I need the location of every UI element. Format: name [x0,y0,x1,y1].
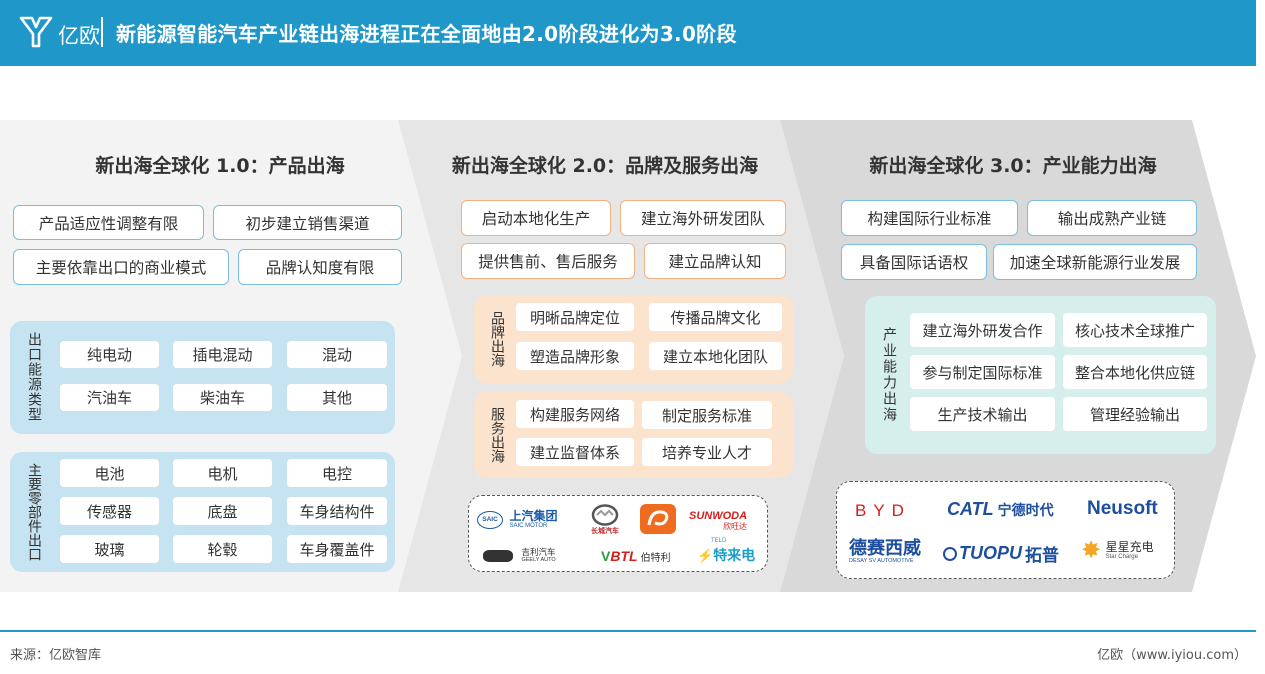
brand-cell: 明晰品牌定位 [516,303,634,331]
credit-note: 亿欧（www.iyiou.com） [1097,648,1247,663]
footer-divider [0,630,1256,632]
logo-text: 亿欧 [58,24,100,48]
stage1-tag: 品牌认知度有限 [238,249,402,285]
header-bar: 亿欧 新能源智能汽车产业链出海进程正在全面地由2.0阶段进化为3.0阶段 [0,0,1256,66]
stage2-tag: 建立海外研发团队 [620,200,786,236]
star-icon: ✸ [1081,537,1102,564]
service-cell: 构建服务网络 [516,400,634,428]
capability-cell: 整合本地化供应链 [1063,355,1207,389]
geely-emblem-icon [483,549,513,562]
parts-cell: 电池 [60,459,159,487]
stage2-tag: 提供售前、售后服务 [461,243,635,279]
export-parts-label: 主要零部件出口 [25,463,42,561]
stage1-tag: 初步建立销售渠道 [213,205,402,240]
orange-swirl-logo [639,503,677,540]
header-divider [101,17,103,47]
greatwall-emblem-icon [591,504,619,526]
stage3-title: 新出海全球化 3.0：产业能力出海 [869,155,1157,177]
energy-cell: 纯电动 [60,341,159,368]
energy-cell: 柴油车 [173,384,272,411]
capability-cell: 生产技术输出 [910,397,1055,431]
parts-cell: 底盘 [173,497,272,525]
source-note: 来源：亿欧智库 [10,648,102,663]
parts-cell: 传感器 [60,497,159,525]
export-energy-label: 出口能源类型 [25,332,42,422]
service-out-label: 服务出海 [488,407,505,463]
geely-logo: 吉利汽车 GEELY AUTO [483,547,556,565]
capability-label: 产业能力出海 [880,327,897,423]
starcharge-logo: ✸ 星星充电 Star Charge [1081,537,1154,564]
stage3-tag: 输出成熟产业链 [1027,200,1197,236]
byd-logo: BYD [855,501,911,520]
desay-logo: 德赛西威 DESAY SV AUTOMOTIVE [849,538,921,565]
teld-bolt-icon: ⚡ [697,548,714,563]
stage2-title: 新出海全球化 2.0：品牌及服务出海 [451,155,759,177]
stage3-tag: 构建国际行业标准 [841,200,1018,236]
service-cell: 建立监督体系 [516,438,634,466]
energy-cell: 混动 [287,341,387,368]
parts-cell: 电控 [287,459,387,487]
tuopu-emblem-icon [943,546,957,561]
stage3-tag: 具备国际话语权 [841,244,987,280]
yiou-logo-icon [19,16,53,48]
saic-logo: SAIC 上汽集团 SAIC MOTOR [477,510,557,530]
capability-cell: 核心技术全球推广 [1063,313,1207,347]
export-energy-panel [10,321,395,434]
stage3-tag: 加速全球新能源行业发展 [993,244,1197,280]
btl-v-icon: V [601,548,611,564]
capability-cell: 参与制定国际标准 [910,355,1055,389]
greatwall-logo: 长城汽车 [585,504,625,536]
parts-cell: 轮毂 [173,535,272,563]
parts-cell: 车身结构件 [287,497,387,525]
brand-cell: 塑造品牌形象 [516,342,634,370]
capability-cell: 管理经验输出 [1063,397,1207,431]
brand-cell: 传播品牌文化 [649,303,782,331]
energy-cell: 汽油车 [60,384,159,411]
stage2-logos-box: SAIC 上汽集团 SAIC MOTOR 长城汽车 SUNWODA 欣旺达 吉利… [468,495,768,572]
brand-out-label: 品牌出海 [488,311,505,367]
saic-badge-icon: SAIC [477,511,503,529]
parts-cell: 电机 [173,459,272,487]
parts-cell: 玻璃 [60,535,159,563]
stage2-tag: 建立品牌认知 [644,243,786,279]
teld-logo: TELD ⚡特来电 [697,538,756,563]
parts-cell: 车身覆盖件 [287,535,387,563]
neusoft-logo: Neusoft [1087,498,1158,519]
page-title: 新能源智能汽车产业链出海进程正在全面地由2.0阶段进化为3.0阶段 [116,22,737,46]
service-cell: 培养专业人才 [642,438,772,466]
brand-cell: 建立本地化团队 [649,342,782,370]
service-cell: 制定服务标准 [642,401,772,429]
sunwoda-logo: SUNWODA 欣旺达 [689,510,748,531]
stage1-tag: 主要依靠出口的商业模式 [13,249,229,285]
stage1-title: 新出海全球化 1.0：产品出海 [95,155,345,177]
energy-cell: 插电混动 [173,341,272,368]
stage1-tag: 产品适应性调整有限 [13,205,204,240]
stage2-tag: 启动本地化生产 [461,200,611,236]
capability-cell: 建立海外研发合作 [910,313,1055,347]
energy-cell: 其他 [287,384,387,411]
orange-swirl-icon [640,504,676,534]
